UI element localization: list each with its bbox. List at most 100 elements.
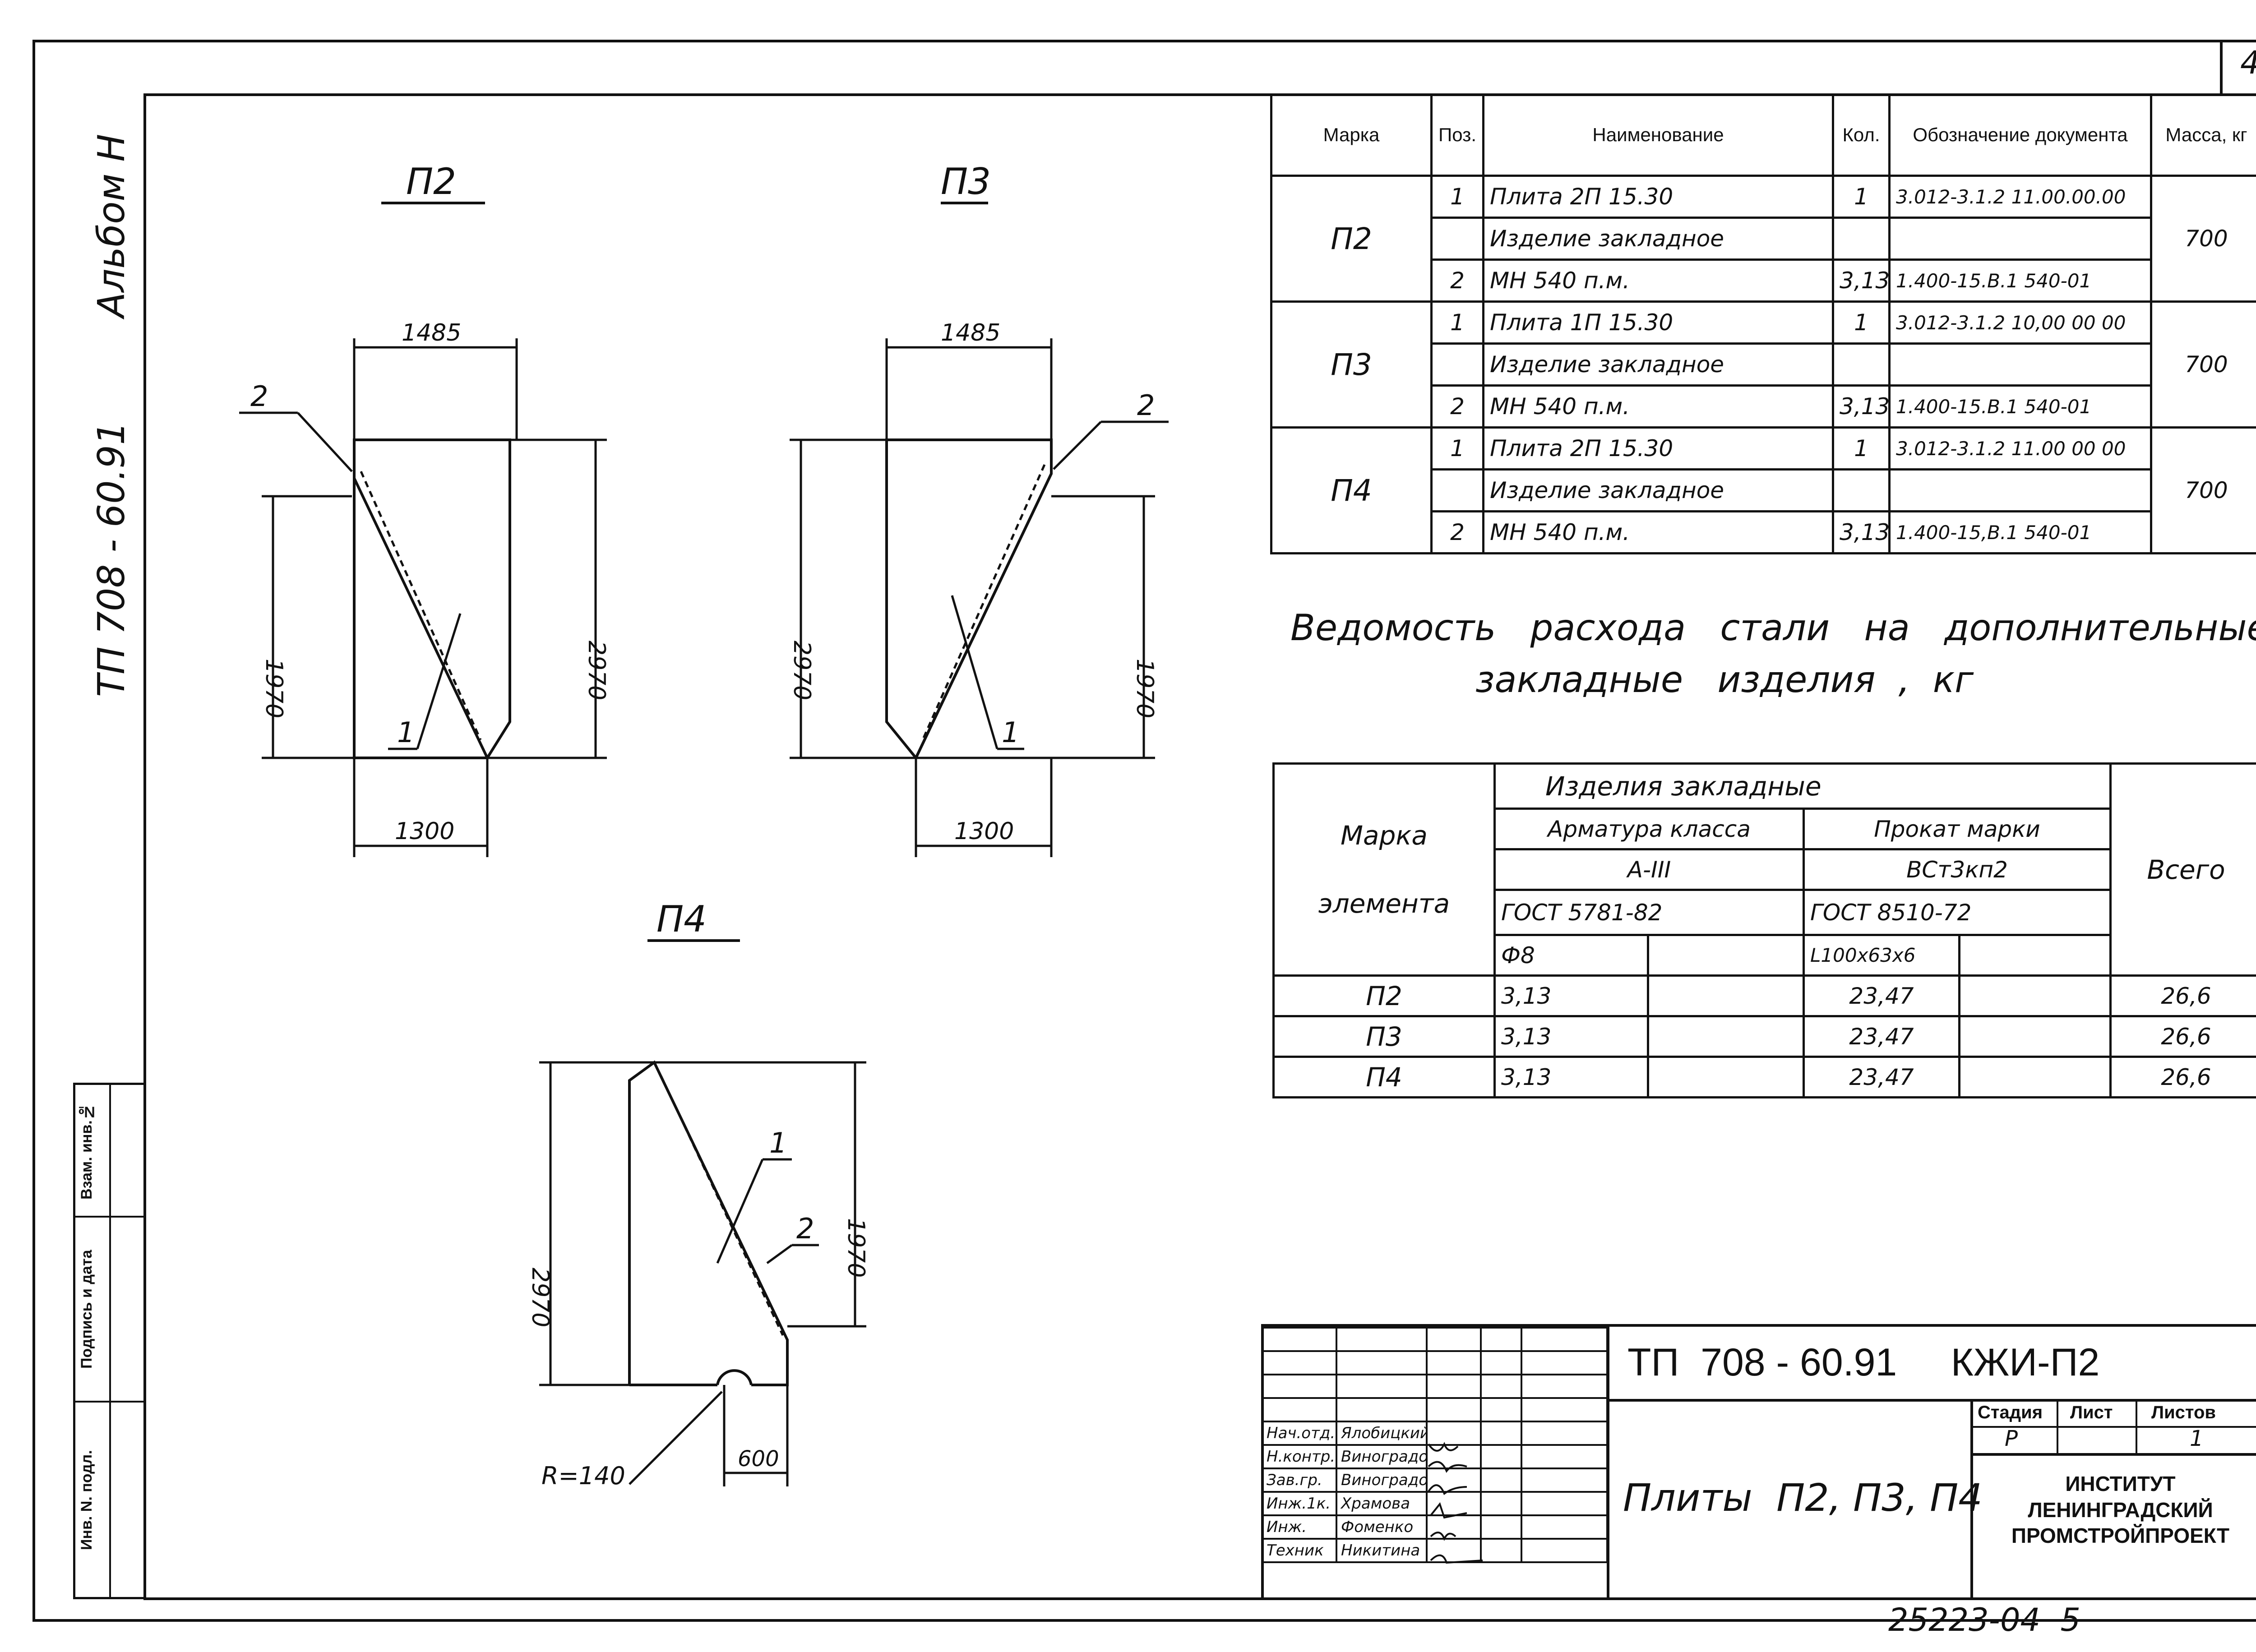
steel-col-a-4: Ф8: [1493, 934, 1649, 977]
steel-col-b-4: L100x63x6: [1803, 934, 1960, 977]
stamp-block: Нач.отд. Ялобицкий Н.контр. Виноградов З…: [1261, 1324, 2256, 1597]
spec-doc: [1888, 342, 2152, 387]
steel-row-mark: П4: [1272, 1056, 1496, 1098]
stamp-code: ТП 708 - 60.91 КЖИ-П2: [1627, 1341, 2100, 1384]
steel-table: Марка элемента Изделия закладные Всего А…: [1272, 762, 2256, 1098]
p3-callout-1: 1: [1002, 716, 1019, 749]
spec-doc: 3.012-3.1.2 11.00 00 00: [1888, 426, 2152, 471]
stamp-role: Зав.гр.: [1261, 1467, 1337, 1493]
spec-qty: 1: [1832, 426, 1891, 471]
side-block: Взам. инв.№ Подпись и дата Инв. N. подл.: [73, 1083, 146, 1599]
p2-left-dim: 1970: [260, 659, 287, 718]
spec-pos: 2: [1430, 258, 1484, 303]
bottom-number: 25223-04 5: [1888, 1601, 2081, 1638]
plate-p4-drawing: [539, 939, 866, 1486]
spec-name: Изделие закладное: [1482, 468, 1834, 512]
spec-doc: 1.400-15.В.1 540-01: [1888, 384, 2152, 429]
stamp-role: Нач.отд.: [1261, 1421, 1337, 1446]
spec-qty: 1: [1832, 175, 1891, 219]
spec-name: Изделие закладное: [1482, 217, 1834, 261]
stamp-role: Инж.1к.: [1261, 1491, 1337, 1516]
spec-name: МН 540 п.м.: [1482, 384, 1834, 429]
spec-header-qty: Кол.: [1832, 93, 1891, 177]
stamp-sheets-value: 1: [2190, 1426, 2204, 1451]
p3-left-dim: 2970: [788, 641, 815, 700]
spec-header-mass: Масса, кг: [2150, 93, 2256, 177]
p3-right-dim: 1970: [1131, 659, 1158, 718]
p4-left-dim: 2970: [527, 1268, 554, 1327]
p2-bottom-dim: 1300: [395, 818, 454, 845]
spec-qty: [1832, 217, 1891, 261]
spec-pos: 1: [1430, 426, 1484, 471]
p4-radius: R=140: [541, 1462, 625, 1490]
spec-name: МН 540 п.м.: [1482, 258, 1834, 303]
spec-doc: 1.400-15.В.1 540-01: [1888, 258, 2152, 303]
spec-header-pos: Поз.: [1430, 93, 1484, 177]
spec-mass: 700: [2150, 300, 2256, 429]
spec-doc: 1.400-15,В.1 540-01: [1888, 510, 2152, 554]
stamp-stage-value: Р: [2005, 1426, 2018, 1451]
spec-name: Плита 2П 15.30: [1482, 426, 1834, 471]
spec-qty: [1832, 342, 1891, 387]
p4-bottom-dim: 600: [738, 1446, 779, 1472]
stamp-title: Плиты П2, П3, П4: [1623, 1476, 1983, 1520]
steel-mark-label-1: Марка: [1341, 820, 1428, 851]
spec-name: МН 540 п.м.: [1482, 510, 1834, 554]
stamp-org-line1: ИНСТИТУТ: [2065, 1472, 2176, 1495]
steel-row-total: 26,6: [2109, 974, 2256, 1017]
steel-row-mark: П2: [1272, 974, 1496, 1017]
steel-row-b: 23,47: [1803, 1015, 1960, 1058]
steel-title-line2: закладные изделия , кг: [1475, 659, 1974, 701]
drawing-area: П2 1485 1300 1970 2970 2 1 П3 1485 1300 …: [239, 161, 1169, 1490]
spec-name: Изделие закладное: [1482, 342, 1834, 387]
spec-doc: [1888, 217, 2152, 261]
spec-name: Плита 2П 15.30: [1482, 175, 1834, 219]
spec-table: Марка Поз. Наименование Кол. Обозначение…: [1270, 93, 2256, 554]
steel-mark-label-2: элемента: [1318, 888, 1450, 919]
spec-mass: 700: [2150, 426, 2256, 554]
spec-pos: 2: [1430, 510, 1484, 554]
sheet-number: 4: [2240, 44, 2256, 81]
stamp-org-line3: ПРОМСТРОЙПРОЕКТ: [2011, 1524, 2230, 1547]
signature-marks: [1428, 1442, 1483, 1564]
stamp-role: Техник: [1261, 1538, 1337, 1563]
spec-pos: [1430, 342, 1484, 387]
spec-mass: 700: [2150, 175, 2256, 303]
p4-callout-1: 1: [769, 1126, 787, 1159]
p2-title: П2: [406, 161, 456, 203]
p2-callout-2: 2: [250, 380, 268, 413]
p4-title: П4: [656, 898, 707, 940]
p3-callout-2: 2: [1137, 389, 1155, 422]
spec-qty: 1: [1832, 300, 1891, 345]
steel-row-b: 23,47: [1803, 974, 1960, 1017]
sheet-number-box: [2220, 40, 2256, 93]
stamp-sheets-label: Листов: [2151, 1403, 2216, 1422]
steel-col-b-3: ГОСТ 8510-72: [1802, 889, 2112, 936]
spec-header-doc: Обозначение документа: [1888, 93, 2152, 177]
p2-callout-1: 1: [397, 716, 415, 749]
spec-name: Плита 1П 15.30: [1482, 300, 1834, 345]
steel-title-line1: Ведомость расхода стали на дополнительны…: [1290, 607, 2256, 649]
steel-mark-header: Марка элемента: [1272, 762, 1496, 977]
stamp-org: ИНСТИТУТ ЛЕНИНГРАДСКИЙ ПРОМСТРОЙПРОЕКТ: [1973, 1471, 2256, 1549]
stamp-signatures: Нач.отд. Ялобицкий Н.контр. Виноградов З…: [1261, 1327, 1608, 1563]
p2-top-dim: 1485: [402, 319, 461, 346]
stamp-name: Фоменко: [1336, 1514, 1428, 1540]
inner-frame: [143, 93, 2256, 1600]
steel-row-a: 3,13: [1493, 1056, 1649, 1098]
spec-mark: П4: [1270, 426, 1433, 554]
p3-title: П3: [941, 161, 991, 203]
outer-frame: [32, 40, 2256, 1622]
p4-right-dim: 1970: [842, 1218, 869, 1278]
spec-doc: [1888, 468, 2152, 512]
steel-col-a-3: ГОСТ 5781-82: [1493, 889, 1805, 936]
stamp-role: Инж.: [1261, 1514, 1337, 1540]
spec-doc: 3.012-3.1.2 10,00 00 00: [1888, 300, 2152, 345]
stamp-sheet-label: Лист: [2070, 1403, 2113, 1422]
steel-row-total: 26,6: [2109, 1056, 2256, 1098]
plate-p2-drawing: [239, 202, 607, 857]
steel-group-header: Изделия закладные: [1494, 762, 2111, 809]
spec-qty: 3,13: [1832, 258, 1891, 303]
spec-qty: 3,13: [1832, 510, 1891, 554]
steel-col-b-1: Прокат марки: [1802, 808, 2112, 850]
